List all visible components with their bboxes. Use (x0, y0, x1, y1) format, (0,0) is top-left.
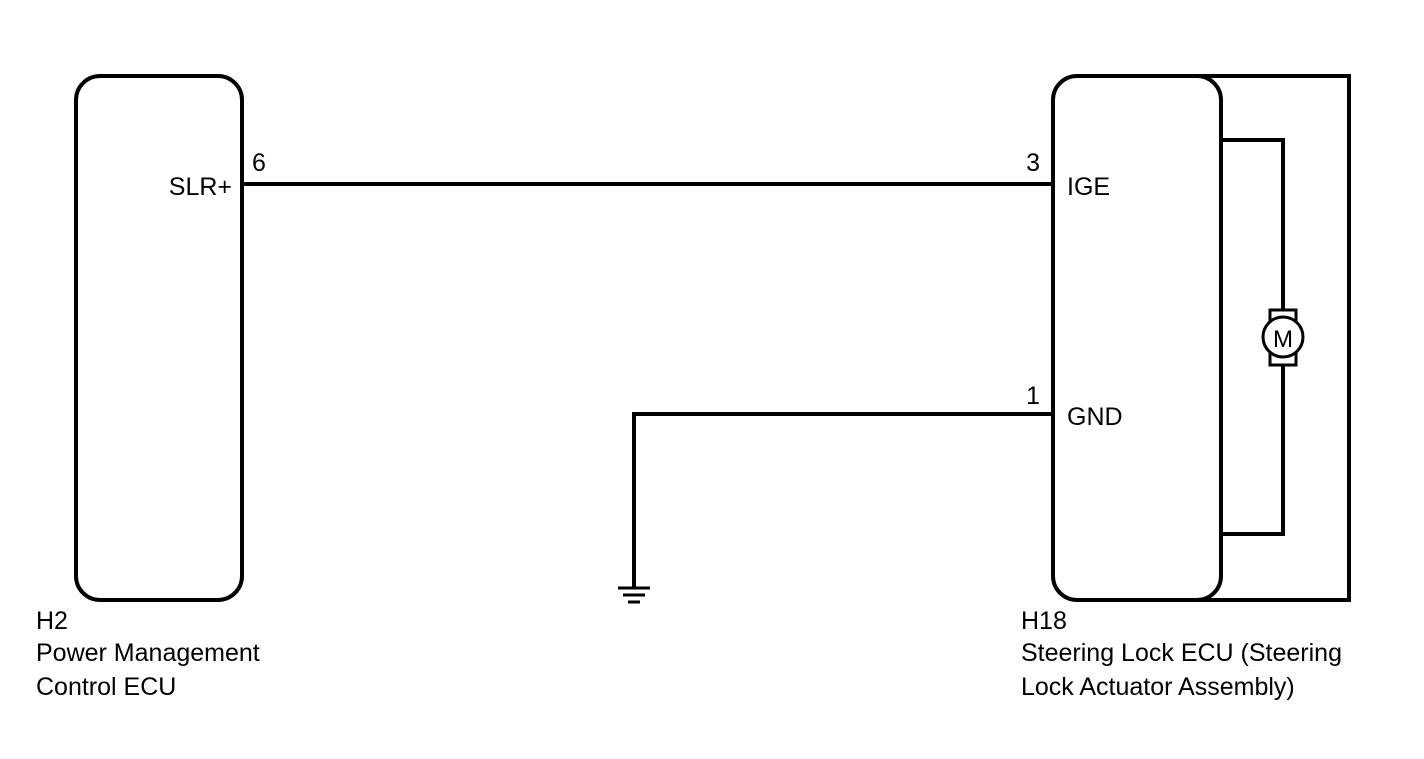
wire-gnd (632, 412, 1053, 588)
motor-symbol-label: M (1273, 326, 1293, 353)
left-pin-label: SLR+ (169, 173, 232, 201)
right-ecu-name-line1: Steering Lock ECU (Steering (1021, 639, 1342, 667)
motor-icon: M (1261, 308, 1305, 367)
left-connector-id: H2 (36, 607, 68, 635)
motor-wire-top (1221, 138, 1285, 310)
right-pin-gnd-label: GND (1067, 403, 1123, 431)
right-pin-gnd-number: 1 (1026, 382, 1040, 410)
motor-wire-bottom (1221, 365, 1285, 536)
left-pin-number: 6 (252, 149, 266, 177)
left-ecu-name-line2: Control ECU (36, 673, 176, 701)
power-management-ecu-box (74, 74, 244, 602)
steering-lock-ecu-box (1051, 74, 1223, 602)
right-pin-ige-label: IGE (1067, 173, 1110, 201)
right-pin-ige-number: 3 (1026, 149, 1040, 177)
right-connector-id: H18 (1021, 607, 1067, 635)
ground-icon (618, 586, 650, 604)
actuator-assembly-frame (1190, 74, 1351, 602)
right-ecu-name-line2: Lock Actuator Assembly) (1021, 673, 1295, 701)
left-ecu-name-line1: Power Management (36, 639, 260, 667)
